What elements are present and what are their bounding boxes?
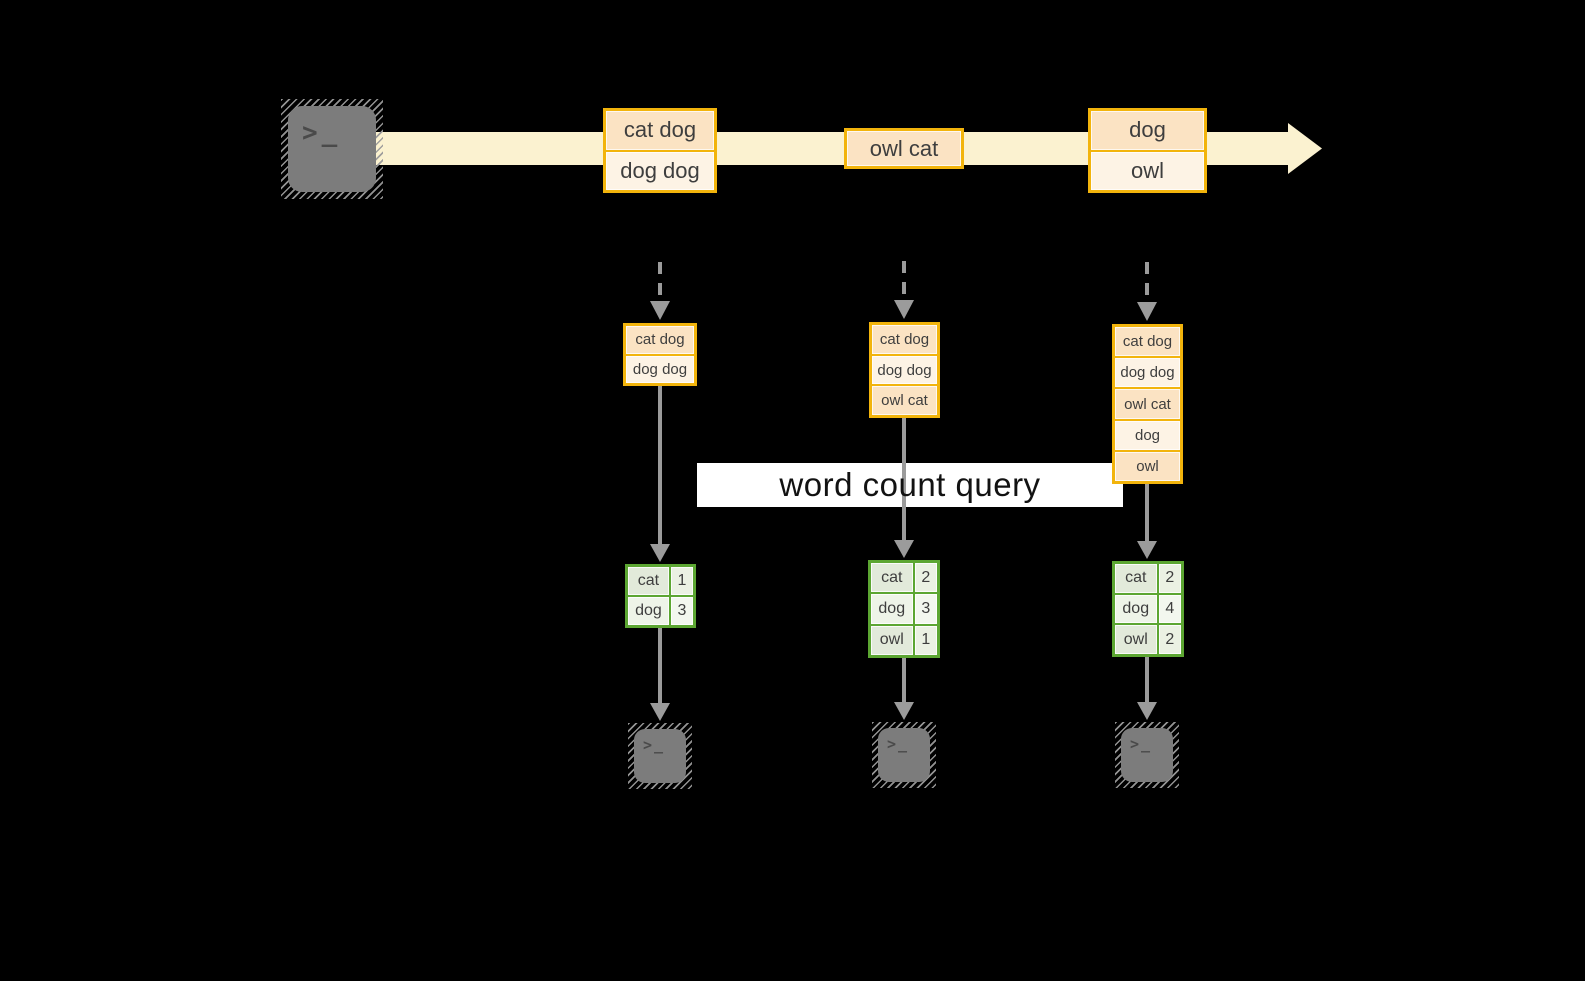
terminal-sink-icon-3: >_: [1115, 722, 1179, 788]
event-line: dog: [1091, 111, 1204, 150]
state-box-3: cat dog dog dog owl cat dog owl: [1112, 324, 1183, 484]
terminal-body: >_: [1121, 728, 1173, 782]
count-word-cell: dog: [628, 597, 669, 625]
table-to-sink-arrow-col1: [650, 628, 670, 721]
state-row: owl cat: [1115, 389, 1180, 419]
count-value-cell: 2: [914, 563, 937, 593]
state-row: dog dog: [1115, 358, 1180, 388]
table-to-sink-arrow-col3: [1137, 657, 1157, 720]
count-word-cell: cat: [628, 567, 669, 595]
count-value-cell: 1: [670, 567, 693, 595]
dashed-arrow-col3: [1137, 262, 1157, 321]
event-line: owl cat: [847, 131, 961, 166]
state-row: owl cat: [872, 386, 937, 416]
state-row: dog dog: [626, 355, 694, 383]
state-row: dog dog: [872, 355, 937, 385]
state-row: cat dog: [626, 326, 694, 354]
count-value-cell: 4: [1158, 594, 1181, 624]
count-table-2: cat 2 dog 3 owl 1: [868, 560, 940, 658]
state-to-table-arrow-col1: [650, 386, 670, 562]
count-word-cell: dog: [871, 594, 913, 624]
count-value-cell: 1: [914, 625, 937, 655]
count-table-3: cat 2 dog 4 owl 2: [1112, 561, 1184, 657]
terminal-body: >_: [878, 728, 930, 782]
query-label-box: [697, 463, 1123, 507]
prompt-icon: >_: [302, 118, 342, 148]
prompt-icon: >_: [643, 736, 666, 754]
event-line: owl: [1091, 151, 1204, 190]
stream-event-box-1: cat dog dog dog: [603, 108, 717, 193]
state-row: dog: [1115, 420, 1180, 450]
count-value-cell: 2: [1158, 625, 1181, 654]
terminal-body: >_: [288, 106, 376, 192]
prompt-icon: >_: [1130, 735, 1153, 753]
terminal-source-icon: >_: [281, 99, 383, 199]
state-box-2: cat dog dog dog owl cat: [869, 322, 940, 418]
count-word-cell: owl: [1115, 625, 1157, 654]
stream-event-box-3: dog owl: [1088, 108, 1207, 193]
count-word-cell: cat: [871, 563, 913, 593]
count-value-cell: 3: [914, 594, 937, 624]
dashed-arrow-col1: [650, 262, 670, 320]
query-label: word count query: [779, 466, 1041, 503]
table-to-sink-arrow-col2: [894, 658, 914, 720]
terminal-sink-icon-2: >_: [872, 722, 936, 788]
count-word-cell: cat: [1115, 564, 1157, 593]
dashed-arrow-col2: [894, 261, 914, 319]
count-value-cell: 3: [670, 597, 693, 625]
count-table-1: cat 1 dog 3: [625, 564, 696, 628]
event-line: cat dog: [606, 111, 714, 150]
state-row: cat dog: [872, 325, 937, 354]
prompt-icon: >_: [887, 735, 910, 753]
count-word-cell: dog: [1115, 594, 1157, 624]
terminal-body: >_: [634, 729, 686, 783]
state-row: owl: [1115, 451, 1180, 482]
count-value-cell: 2: [1158, 564, 1181, 593]
state-to-table-arrow-col3: [1137, 484, 1157, 559]
count-word-cell: owl: [871, 625, 913, 655]
state-row: cat dog: [1115, 327, 1180, 357]
terminal-sink-icon-1: >_: [628, 723, 692, 789]
state-to-table-arrow-col2: [894, 418, 914, 558]
stream-event-box-2: owl cat: [844, 128, 964, 169]
event-line: dog dog: [606, 151, 714, 190]
state-box-1: cat dog dog dog: [623, 323, 697, 386]
